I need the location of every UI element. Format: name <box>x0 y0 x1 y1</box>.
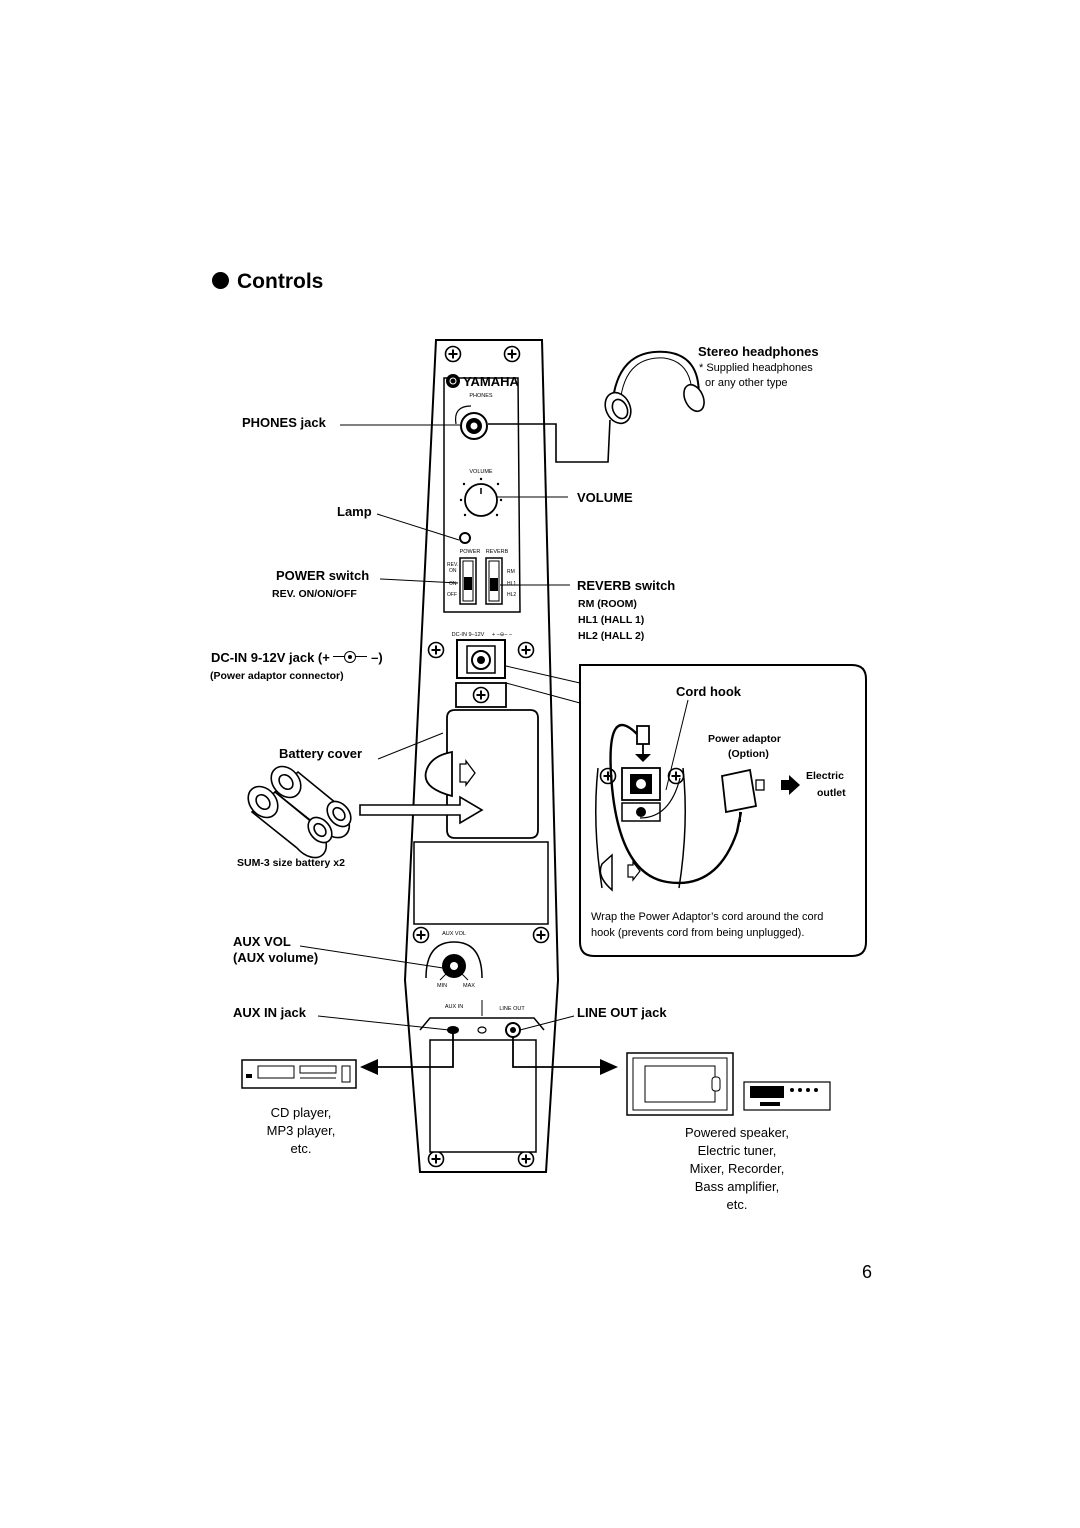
label-battery-cover: Battery cover <box>279 746 363 761</box>
section-heading: Controls <box>212 270 323 294</box>
label-dcin-jack-end: –) <box>371 650 383 665</box>
label-electric: Electric <box>806 770 844 782</box>
panel-reverb-text: REVERB <box>486 549 509 555</box>
label-reverb-switch: REVERB switch <box>577 578 676 593</box>
label-dcin-sub: (Power adaptor connector) <box>210 670 344 682</box>
label-phones-jack: PHONES jack <box>242 415 326 430</box>
lower-panel <box>413 841 549 925</box>
volume-knob <box>464 483 498 517</box>
svg-text:MAX: MAX <box>463 983 475 989</box>
source-list: CD player, MP3 player, etc. <box>246 1104 356 1158</box>
label-battery: SUM-3 size battery x2 <box>237 857 345 869</box>
label-cord-hook: Cord hook <box>676 684 741 699</box>
label-outlet: outlet <box>817 787 846 799</box>
battery-cover-tab <box>424 750 453 798</box>
label-power-adaptor: Power adaptor <box>708 733 781 745</box>
yamaha-logo-icon <box>446 374 460 388</box>
bullet-icon <box>212 272 229 289</box>
destination-item: Bass amplifier, <box>694 1179 780 1194</box>
panel-dcin-text: DC-IN 9–12V <box>452 632 485 638</box>
source-item: etc. <box>290 1141 312 1156</box>
note-cord-2: hook (prevents cord from being unplugged… <box>591 927 805 939</box>
note-headphones-1: * Supplied headphones <box>699 362 813 374</box>
panel-brand: YAMAHA <box>463 374 519 389</box>
bottom-panel <box>429 1039 537 1153</box>
label-reverb-hl1: HL1 (HALL 1) <box>578 614 645 626</box>
note-headphones-2: or any other type <box>705 377 788 389</box>
label-volume: VOLUME <box>577 490 633 505</box>
label-dcin-jack-text: DC-IN 9-12V jack (+ <box>211 650 330 665</box>
svg-text:LINE OUT: LINE OUT <box>499 1006 525 1012</box>
label-reverb-hl2: HL2 (HALL 2) <box>578 630 645 642</box>
insert-arrow-icon <box>359 795 484 825</box>
label-aux-in-jack: AUX IN jack <box>233 1005 306 1020</box>
power-adaptor-icon <box>721 768 758 814</box>
label-stereo-headphones: Stereo headphones <box>698 344 819 359</box>
source-item: MP3 player, <box>266 1123 336 1138</box>
section-title: Controls <box>237 270 324 293</box>
svg-text:HL2: HL2 <box>507 592 516 598</box>
label-power-switch-sub: REV. ON/ON/OFF <box>272 588 357 600</box>
screw-icon <box>517 641 535 659</box>
screw-icon <box>503 345 521 363</box>
label-power-switch: POWER switch <box>276 568 370 583</box>
destination-item: Powered speaker, <box>684 1125 790 1140</box>
screw-icon <box>517 1150 535 1168</box>
label-line-out-jack: LINE OUT jack <box>577 1005 667 1020</box>
batteries-icon <box>247 765 352 859</box>
svg-text:AUX IN: AUX IN <box>445 1004 463 1010</box>
screw-icon <box>427 1150 445 1168</box>
headphones-icon <box>604 350 705 425</box>
label-aux-volume: (AUX volume) <box>233 950 319 965</box>
panel-power-text: POWER <box>460 549 481 555</box>
aux-in-jack <box>447 1026 459 1034</box>
svg-text:HL1: HL1 <box>507 581 516 587</box>
panel-auxvol-text: AUX VOL <box>442 931 466 937</box>
svg-text:ON: ON <box>449 581 457 587</box>
destination-item: Mixer, Recorder, <box>689 1161 785 1176</box>
arrow-right-icon <box>600 1059 618 1075</box>
label-reverb-rm: RM (ROOM) <box>578 598 637 610</box>
svg-text:MIN: MIN <box>437 983 447 989</box>
arrow-left-icon <box>360 1059 378 1075</box>
panel-volume-text: VOLUME <box>469 469 493 475</box>
note-cord-1: Wrap the Power Adaptor’s cord around the… <box>591 911 824 923</box>
panel-phones-text: PHONES <box>469 393 493 399</box>
destination-item: Electric tuner, <box>697 1143 777 1158</box>
svg-text:REV.: REV. <box>447 562 458 568</box>
label-lamp: Lamp <box>337 504 372 519</box>
cord-hook-inset <box>579 664 867 957</box>
svg-text:ON: ON <box>449 568 457 574</box>
screw-icon <box>412 926 430 944</box>
label-aux-vol: AUX VOL <box>233 934 291 949</box>
svg-text:RM: RM <box>507 569 515 575</box>
label-power-adaptor-option: (Option) <box>728 748 769 760</box>
page-number: 6 <box>862 1262 873 1282</box>
svg-text:OFF: OFF <box>447 592 457 598</box>
destination-item: etc. <box>726 1197 748 1212</box>
svg-text:+ –⊖– –: + –⊖– – <box>492 632 513 638</box>
arrow-right-icon <box>781 775 800 795</box>
lamp <box>459 532 471 544</box>
screw-icon <box>532 926 550 944</box>
label-dcin-jack: DC-IN 9-12V jack (+ –) <box>211 650 383 665</box>
screw-icon <box>444 345 462 363</box>
source-item: CD player, <box>270 1105 332 1120</box>
dc-polarity-icon <box>333 651 368 663</box>
screw-icon <box>427 641 445 659</box>
destination-list: Powered speaker, Electric tuner, Mixer, … <box>672 1124 802 1214</box>
